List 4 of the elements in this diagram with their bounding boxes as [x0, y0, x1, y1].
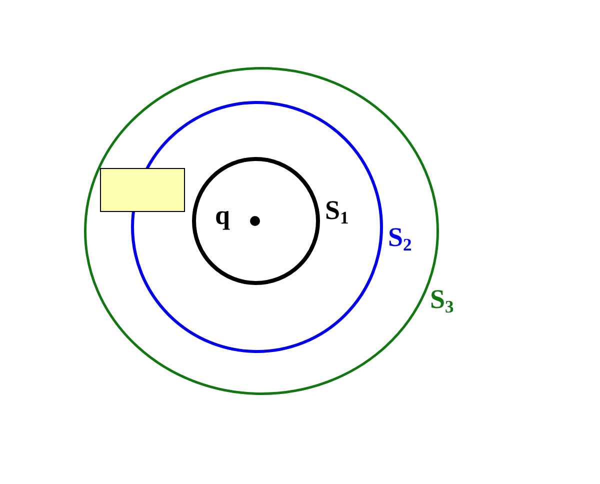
surface-label: S$_{1}$ [325, 197, 349, 227]
surface-label: S$_{3}$ [430, 286, 454, 316]
surface-label: S$_{2}$ [388, 224, 412, 254]
charge-label: q [215, 202, 230, 229]
